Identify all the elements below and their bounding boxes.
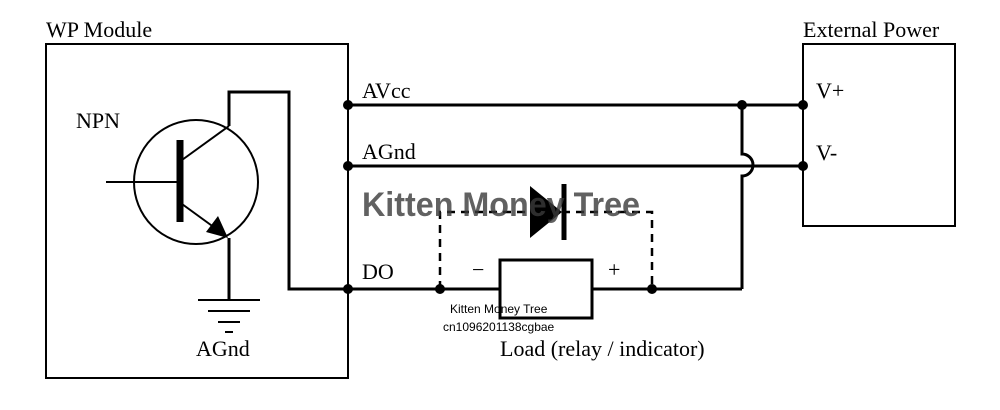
do-label: DO xyxy=(362,259,394,284)
wp-module-title: WP Module xyxy=(46,17,152,42)
agnd-line-label: AGnd xyxy=(362,139,416,164)
npn-transistor-symbol xyxy=(106,119,259,245)
junction-dot xyxy=(737,100,747,110)
junction-dot xyxy=(798,161,808,171)
external-power-title: External Power xyxy=(803,17,940,42)
load-caption: Load (relay / indicator) xyxy=(500,336,705,361)
load-plus-label: + xyxy=(608,257,620,282)
watermark-main: Kitten Money Tree xyxy=(362,186,640,224)
diode-icon xyxy=(530,184,567,240)
junction-dot xyxy=(343,161,353,171)
collector-wire xyxy=(227,90,348,291)
avcc-riser-wire xyxy=(740,105,755,289)
junction-dot xyxy=(343,100,353,110)
junction-dot xyxy=(647,284,657,294)
v-plus-label: V+ xyxy=(816,78,844,103)
emitter-arrow-icon xyxy=(206,216,228,238)
v-minus-label: V- xyxy=(816,140,837,165)
junction-dot xyxy=(798,100,808,110)
agnd-ground-label: AGnd xyxy=(196,336,250,361)
diode-dashed-right xyxy=(562,210,654,289)
watermark-small-name: Kitten Money Tree xyxy=(450,302,548,316)
diode-dashed-left xyxy=(438,210,530,289)
external-power-box xyxy=(802,43,956,227)
watermark-small-code: cn1096201138cgbae xyxy=(443,320,555,334)
ground-icon xyxy=(198,299,260,333)
avcc-label: AVcc xyxy=(362,78,411,103)
load-minus-label: − xyxy=(472,257,484,282)
junction-dot xyxy=(435,284,445,294)
npn-label: NPN xyxy=(76,108,120,133)
junction-dot xyxy=(343,284,353,294)
wp-module-box xyxy=(45,43,349,379)
